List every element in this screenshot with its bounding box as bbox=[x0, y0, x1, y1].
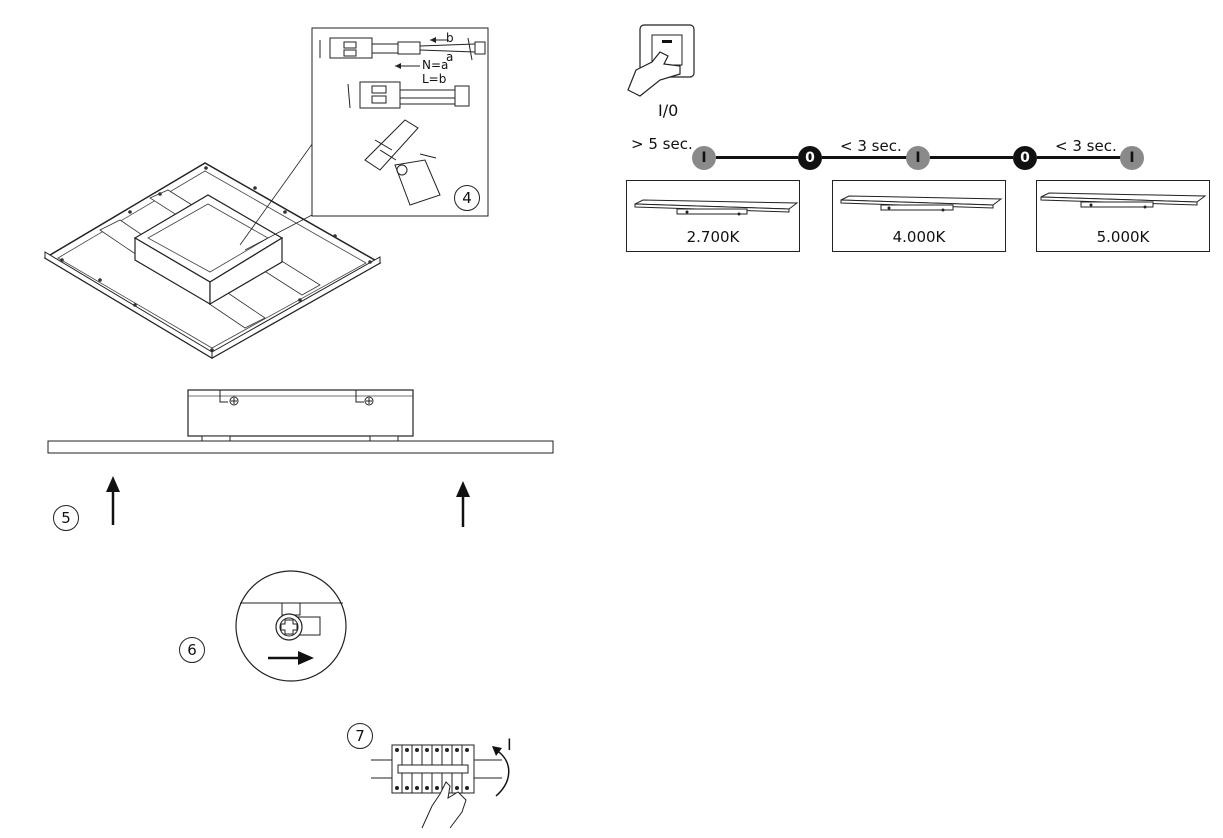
temp-label-1: 2.700K bbox=[686, 228, 740, 246]
step-number-5: 5 bbox=[53, 505, 79, 531]
timing-label-2: < 3 sec. bbox=[840, 137, 902, 155]
sequence-off-dot-1: 0 bbox=[798, 146, 822, 170]
temp-panel-3: 5.000K bbox=[1036, 180, 1210, 252]
step-number-7: 7 bbox=[347, 723, 373, 749]
temp-panel-1: 2.700K bbox=[626, 180, 800, 252]
temp-panel-2: 4.000K bbox=[832, 180, 1006, 252]
wire-label-a: a bbox=[446, 50, 454, 64]
temp-label-2: 4.000K bbox=[892, 228, 946, 246]
wire-label-n: N=a bbox=[422, 58, 449, 72]
wire-label-l: L=b bbox=[422, 72, 447, 86]
breaker-on-label: I bbox=[507, 735, 512, 754]
sequence-on-dot-1: I bbox=[692, 146, 716, 170]
temp-label-3: 5.000K bbox=[1096, 228, 1150, 246]
switch-label: I/0 bbox=[658, 101, 679, 120]
lamp-icon bbox=[1040, 192, 1207, 209]
timing-label-1: > 5 sec. bbox=[631, 135, 693, 153]
step-number-4: 4 bbox=[454, 185, 480, 211]
lamp-icon bbox=[840, 195, 1003, 212]
sequence-line-4 bbox=[1037, 156, 1121, 159]
sequence-on-dot-2: I bbox=[906, 146, 930, 170]
lamp-icon bbox=[634, 199, 799, 216]
wire-label-b: b bbox=[446, 31, 454, 45]
sequence-line-2 bbox=[822, 156, 907, 159]
step-number-6: 6 bbox=[179, 637, 205, 663]
timing-label-3: < 3 sec. bbox=[1055, 137, 1117, 155]
sequence-on-dot-3: I bbox=[1120, 146, 1144, 170]
sequence-line-1 bbox=[716, 156, 798, 159]
sequence-line-3 bbox=[930, 156, 1013, 159]
sequence-off-dot-2: 0 bbox=[1013, 146, 1037, 170]
